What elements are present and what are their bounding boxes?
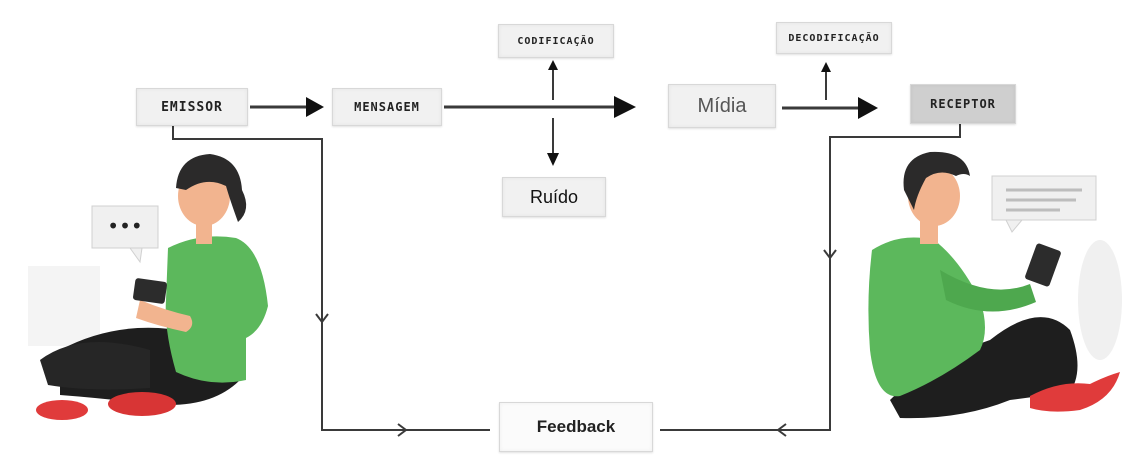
receptor-box: RECEPTOR (910, 84, 1016, 124)
arrow-head-receptor (858, 97, 878, 119)
left-person-neck (196, 220, 212, 244)
arrow-head-ruido (547, 153, 559, 166)
left-person-leg-back (40, 342, 150, 390)
chevron-right-feedback (397, 423, 408, 437)
right-person-arm (940, 270, 1036, 312)
arrow-head-codificacao (548, 60, 558, 70)
speech-bubble-icon: ••• (91, 205, 159, 264)
right-person-shoe (1030, 372, 1120, 412)
feedback-line-right (660, 110, 961, 431)
mensagem-box: MENSAGEM (332, 88, 442, 126)
message-bubble-icon (991, 175, 1097, 233)
feedback-box: Feedback (499, 402, 653, 452)
emissor-person-illustration: ••• (28, 154, 268, 420)
right-person-shirt (868, 237, 985, 397)
right-person-neck (920, 220, 938, 244)
left-person-shirt (165, 236, 268, 383)
codificacao-box: CODIFICAÇÃO (498, 24, 614, 58)
chevron-down-left (315, 313, 329, 324)
receptor-person-illustration (868, 151, 1122, 419)
smartphone-icon (1025, 243, 1061, 287)
chevron-down-right (823, 249, 837, 260)
chevron-left-feedback (776, 423, 787, 437)
plant-background (1078, 240, 1122, 360)
left-person-shoe-1 (36, 400, 88, 420)
arrow-head-mensagem (306, 97, 324, 117)
left-person-hair (176, 154, 247, 222)
left-person-arm (136, 300, 193, 332)
left-person-shoe-2 (108, 392, 176, 416)
ruido-box: Ruído (502, 177, 606, 217)
right-person-hair (903, 151, 970, 210)
right-person-legs (890, 317, 1078, 419)
smartphone-icon (133, 278, 167, 304)
speech-bubble-dots: ••• (107, 214, 142, 238)
emissor-box: EMISSOR (136, 88, 248, 126)
decodificacao-box: DECODIFICAÇÃO (776, 22, 892, 54)
arrow-head-midia (614, 96, 636, 118)
feedback-line-left (172, 126, 490, 431)
midia-box: Mídia (668, 84, 776, 128)
arrow-head-decodificacao (821, 62, 831, 72)
connector-lines (172, 60, 961, 437)
shelf-background (28, 266, 100, 346)
